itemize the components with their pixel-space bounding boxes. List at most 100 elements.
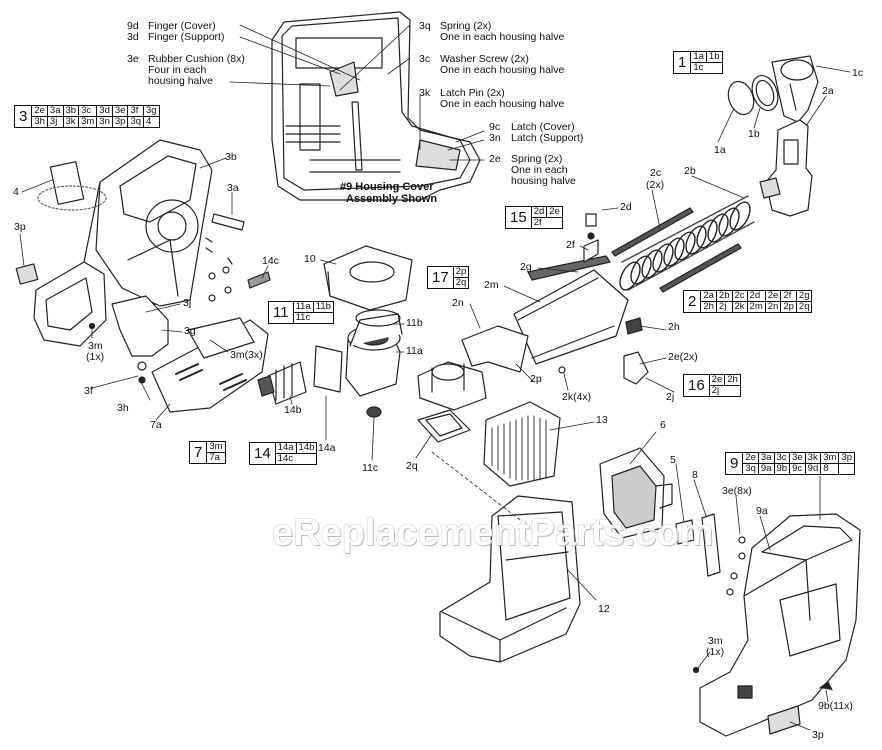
kit-11-table: 11 11a 11b 11c bbox=[268, 301, 334, 324]
callout-9d-code: 9d bbox=[127, 20, 139, 32]
label-11a: 11a bbox=[406, 345, 423, 357]
callout-2e-text: Spring (2x) bbox=[511, 153, 563, 165]
callout-3e-text: Rubber Cushion (8x) bbox=[148, 53, 245, 65]
callout-2e-code: 2e bbox=[489, 153, 501, 165]
callout-2e-text-3: housing halve bbox=[511, 175, 576, 187]
label-13: 13 bbox=[596, 414, 608, 426]
label-5: 5 bbox=[670, 454, 676, 466]
kit-3-cell: 3h bbox=[31, 116, 48, 128]
label-3m-3x: 3m(3x) bbox=[230, 349, 263, 361]
label-11b: 11b bbox=[406, 317, 423, 329]
kit-3-cell: 3q bbox=[127, 116, 145, 128]
label-3m: 3m bbox=[88, 340, 103, 352]
part-13-filter-drawing bbox=[483, 401, 561, 487]
label-2c-qty: (2x) bbox=[646, 179, 665, 191]
callout-9c-text: Latch (Cover) bbox=[511, 121, 575, 133]
label-9a: 9a bbox=[756, 505, 768, 517]
label-10: 10 bbox=[304, 253, 316, 265]
kit-2-cell: 2c bbox=[731, 290, 748, 302]
kit-1-table: 1 1a 1b 1c bbox=[672, 51, 723, 74]
kit-16-number: 16 bbox=[683, 374, 710, 397]
part-2a-drawing bbox=[759, 119, 813, 217]
housing-cover-assembly-drawing bbox=[271, 11, 481, 201]
callout-3k-text-2: One in each housing halve bbox=[440, 98, 565, 110]
kit-16-table: 16 2e 2h 2j bbox=[683, 374, 741, 397]
kit-14-cell: 14c bbox=[274, 453, 318, 465]
label-2m: 2m bbox=[484, 279, 499, 291]
kit-3-cell: 3b bbox=[62, 105, 80, 117]
callout-9c-code: 9c bbox=[489, 121, 501, 133]
kit-1-cell: 1a bbox=[690, 51, 707, 63]
callout-3n-code: 3n bbox=[489, 132, 501, 144]
label-2n: 2n bbox=[452, 297, 464, 309]
callout-3e-text-3: housing halve bbox=[148, 75, 213, 87]
kit-16-cell: 2h bbox=[724, 374, 741, 386]
label-3m-bottom: 3m bbox=[708, 635, 723, 647]
part-12-dust-box-drawing bbox=[439, 495, 581, 663]
kit-3-cell: 3p bbox=[111, 116, 129, 128]
callout-2e-text-2: One in each bbox=[511, 164, 568, 176]
kit-3-cell: 3g bbox=[143, 105, 160, 117]
kit-2-cell: 2d bbox=[746, 290, 766, 302]
kit-11-cell: 11a bbox=[292, 301, 314, 313]
kit-15-cell: 2e bbox=[546, 206, 563, 218]
label-14a: 14a bbox=[318, 442, 336, 454]
kit-3-cell: 3e bbox=[111, 105, 129, 117]
kit-9-cell: 3k bbox=[804, 452, 822, 464]
kit-15-table: 15 2d 2e 2f bbox=[505, 206, 563, 229]
kit-2-table: 2 2a 2b 2c 2d 2e 2f 2g 2h 2j 2k 2m 2n 2p… bbox=[682, 290, 813, 313]
label-2c: 2c bbox=[650, 167, 662, 179]
part-6-frame-drawing bbox=[599, 447, 673, 539]
kit-11-cell: 11b bbox=[312, 301, 334, 313]
kit-17-cell: 2p bbox=[452, 266, 470, 278]
label-2h: 2h bbox=[668, 321, 680, 333]
kit-3-cell: 3c bbox=[78, 105, 98, 117]
kit-3-cell: 4 bbox=[143, 116, 160, 128]
kit-3-cell: 2e bbox=[31, 105, 48, 117]
label-14c: 14c bbox=[262, 255, 279, 267]
label-3a: 3a bbox=[227, 182, 239, 194]
kit-3-cell: 3f bbox=[127, 105, 145, 117]
kit-17-cell: 2q bbox=[452, 277, 470, 289]
kit-2-cell: 2j bbox=[715, 301, 733, 313]
label-12: 12 bbox=[598, 603, 610, 615]
kit-9-cell: 3a bbox=[757, 452, 775, 464]
callout-3e-code: 3e bbox=[127, 53, 139, 65]
callout-3c-text-2: One in each housing halve bbox=[440, 64, 565, 76]
callout-9d-text: Finger (Cover) bbox=[148, 20, 216, 32]
part-9-housing-drawing bbox=[692, 513, 861, 737]
kit-17-number: 17 bbox=[427, 266, 454, 289]
kit-16-cell: 2e bbox=[708, 374, 726, 386]
label-3p: 3p bbox=[14, 221, 26, 233]
kit-9-cell: 9a bbox=[757, 463, 775, 475]
housing-cover-title-line1: #9 Housing Cover bbox=[340, 181, 434, 193]
kit-3-cell: 3j bbox=[46, 116, 64, 128]
label-2k: 2k(4x) bbox=[562, 391, 592, 403]
kit-2-cell: 2p bbox=[780, 301, 797, 313]
kit-11-cell: 11c bbox=[292, 312, 334, 324]
callout-3d-code: 3d bbox=[127, 31, 139, 43]
part-3-housing-drawing bbox=[15, 139, 271, 384]
callout-3c-text: Washer Screw (2x) bbox=[440, 53, 529, 65]
label-2d: 2d bbox=[620, 201, 632, 213]
label-2j: 2j bbox=[666, 391, 675, 403]
kit-2-cell: 2f bbox=[780, 290, 797, 302]
part-7a-plate-drawing bbox=[151, 317, 269, 413]
kit-16-cell: 2j bbox=[708, 385, 741, 397]
part-14-connector-drawing bbox=[257, 361, 307, 405]
leader-lines bbox=[19, 24, 851, 731]
label-11c: 11c bbox=[362, 462, 379, 474]
kit-9-cell: 3c bbox=[773, 452, 791, 464]
label-3f: 3f bbox=[84, 385, 93, 397]
kit-7-table: 7 3m 7a bbox=[188, 441, 226, 464]
part-10-cover-drawing bbox=[323, 245, 413, 311]
label-4: 4 bbox=[13, 186, 19, 198]
label-1a: 1a bbox=[714, 144, 726, 156]
kit-7-number: 7 bbox=[188, 441, 208, 464]
label-2f: 2f bbox=[566, 239, 575, 251]
kit-2-cell: 2b bbox=[715, 290, 733, 302]
callout-3k-text: Latch Pin (2x) bbox=[440, 87, 505, 99]
kit-3-table: 3 2e 3a 3b 3c 3d 3e 3f 3g 3h 3j 3k 3m 3n… bbox=[13, 105, 160, 128]
